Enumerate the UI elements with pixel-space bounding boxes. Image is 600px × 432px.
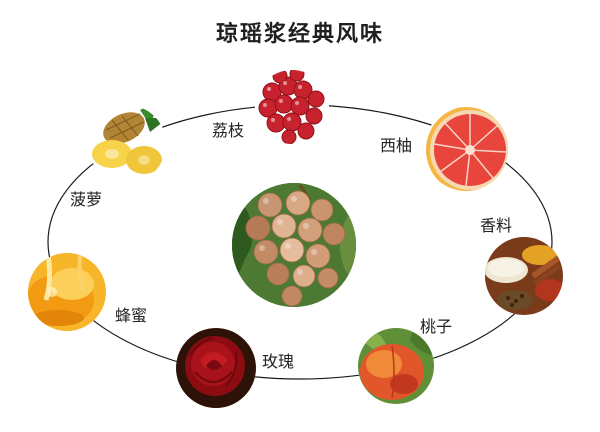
honey-icon bbox=[28, 253, 106, 331]
label-peach: 桃子 bbox=[420, 317, 453, 336]
label-grapefruit: 西柚 bbox=[380, 136, 413, 155]
label-pineapple: 菠萝 bbox=[70, 190, 103, 209]
spice-bowls-icon bbox=[485, 237, 563, 315]
label-honey: 蜂蜜 bbox=[115, 306, 148, 325]
grape-cluster-icon bbox=[232, 183, 356, 307]
pineapple-icon bbox=[88, 105, 166, 183]
grapefruit-icon bbox=[424, 107, 508, 191]
label-lychee: 荔枝 bbox=[212, 121, 245, 140]
label-rose: 玫瑰 bbox=[262, 352, 295, 371]
peach-icon bbox=[358, 328, 434, 404]
label-spice: 香料 bbox=[480, 216, 513, 235]
rose-icon bbox=[176, 328, 256, 408]
page-title: 琼瑶浆经典风味 bbox=[215, 21, 384, 47]
lychee-icon bbox=[255, 70, 329, 144]
